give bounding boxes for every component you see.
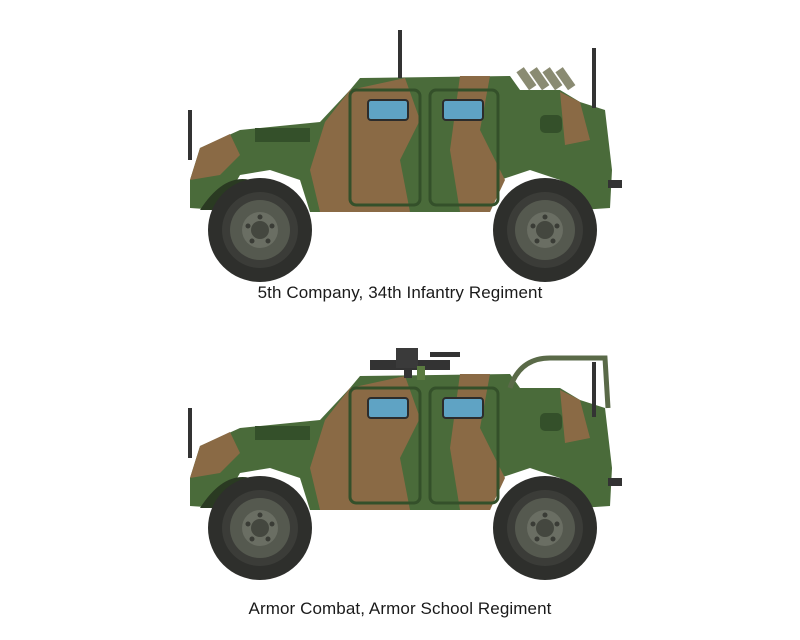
vehicle-caption-2: Armor Combat, Armor School Regiment [248,599,552,618]
front-wheel [208,476,312,580]
rear-wheel [493,476,597,580]
rear-wheel [493,178,597,282]
vehicle-panel-1: 5th Company, 34th Infantry Regiment [186,30,624,302]
front-wheel [208,178,312,282]
roof-machine-gun [370,348,460,380]
roof-antenna [398,30,402,78]
smoke-dischargers [516,67,576,91]
rear-antenna [592,48,596,108]
vehicle-caption-1: 5th Company, 34th Infantry Regiment [257,283,543,302]
vehicle-illustration-2 [186,348,624,580]
rear-rack [507,355,611,409]
vehicle-panel-2: Armor Combat, Armor School Regiment [0,320,800,640]
rear-antenna [592,362,596,417]
vehicle-illustration-1 [186,30,624,282]
